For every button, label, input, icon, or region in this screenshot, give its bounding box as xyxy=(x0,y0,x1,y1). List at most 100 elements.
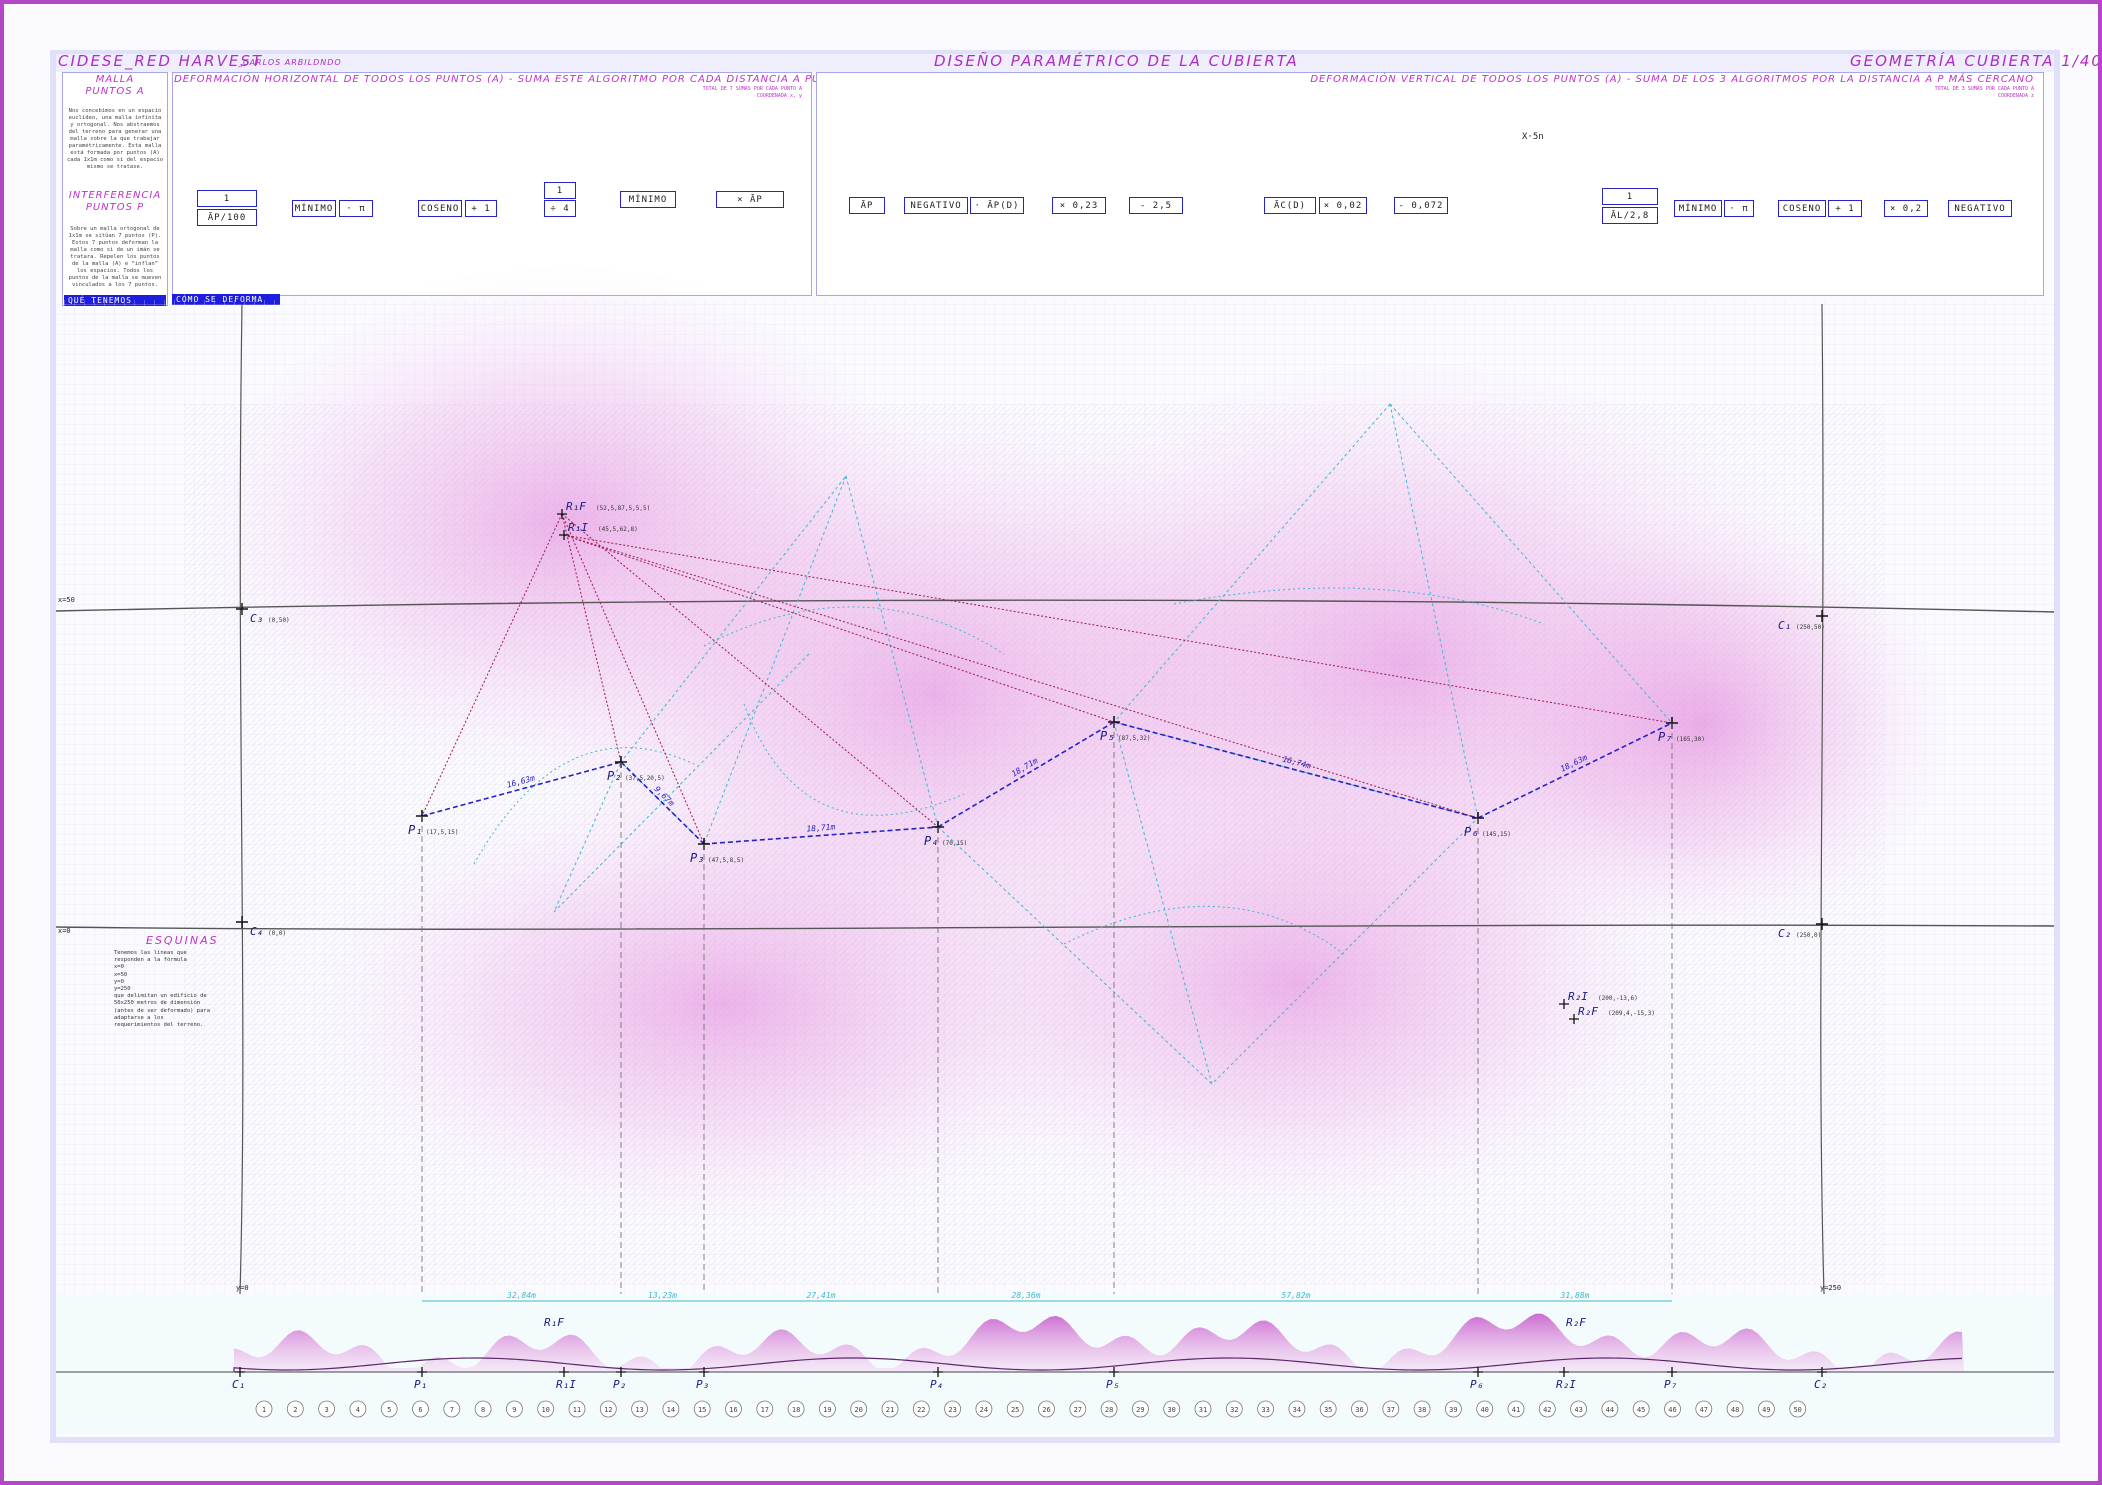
v-node-al-div: ĀL/2,8 xyxy=(1602,207,1658,224)
profile-label-4: P₃ xyxy=(696,1378,709,1391)
station-circle-22 xyxy=(912,1400,930,1418)
station-number-45: 45 xyxy=(1637,1406,1645,1414)
station-circle-3 xyxy=(318,1400,336,1418)
node-plus-one: + 1 xyxy=(465,200,497,217)
distance-label-2: 18,71m xyxy=(806,822,836,833)
v-node-times-023: × 0,23 xyxy=(1052,197,1106,214)
node-times-ap: × ĀP xyxy=(716,191,784,208)
vertical-deformation-title: DEFORMACIÓN VERTICAL DE TODOS LOS PUNTOS… xyxy=(1310,74,2034,85)
marker-C3 xyxy=(236,603,248,615)
profile-label-8: R₂I xyxy=(1556,1378,1576,1391)
station-circle-28 xyxy=(1100,1400,1118,1418)
label-C3: C₃ xyxy=(250,612,263,625)
label-P1: P₁ xyxy=(408,823,422,837)
profile-label-3: P₂ xyxy=(613,1378,626,1391)
horizontal-deformation-note: TOTAL DE 7 SUMAS POR CADA PUNTO A xyxy=(702,86,802,92)
author-name: _CARLOS ARBILDNDO xyxy=(238,58,342,67)
station-number-31: 31 xyxy=(1199,1406,1207,1414)
node-minimo-b: MÍNIMO xyxy=(620,191,676,208)
p-chain-0 xyxy=(421,761,622,817)
vertical-deformation-note: TOTAL DE 3 SUMAS POR CADA PUNTO A xyxy=(1934,86,2034,92)
station-circle-4 xyxy=(349,1400,367,1418)
v-node-times-02: × 0,2 xyxy=(1884,200,1928,217)
station-circle-30 xyxy=(1163,1400,1181,1418)
profile-label-10: C₂ xyxy=(1814,1378,1827,1391)
label-ref-1: R₁I xyxy=(568,521,588,534)
v-node-one: 1 xyxy=(1602,188,1658,205)
cyan-line-2 xyxy=(553,653,810,913)
station-number-13: 13 xyxy=(635,1406,643,1414)
station-number-19: 19 xyxy=(823,1406,831,1414)
ref-line-3 xyxy=(561,513,939,828)
station-circle-21 xyxy=(881,1400,899,1418)
station-number-39: 39 xyxy=(1449,1406,1457,1414)
v-node-plus-one: + 1 xyxy=(1828,200,1862,217)
esquinas-text: Tenemos las líneas que responden a la fó… xyxy=(114,950,211,1029)
station-circle-41 xyxy=(1507,1400,1525,1418)
station-circle-9 xyxy=(505,1400,523,1418)
station-circle-19 xyxy=(819,1400,836,1418)
interferencia-text: Sobre un malla ortogonal de 1x1m se sitú… xyxy=(68,226,162,288)
header-strip xyxy=(56,54,2054,72)
station-circle-37 xyxy=(1382,1400,1400,1418)
station-circle-40 xyxy=(1476,1400,1494,1418)
station-circle-50 xyxy=(1789,1400,1807,1418)
station-number-3: 3 xyxy=(324,1406,328,1414)
p-chain-2 xyxy=(703,826,939,845)
station-number-6: 6 xyxy=(418,1406,422,1414)
station-number-10: 10 xyxy=(541,1406,549,1414)
malla-title: MALLA PUNTOS A xyxy=(85,74,145,97)
x-formula: X·5n xyxy=(1522,132,1544,142)
station-circle-36 xyxy=(1351,1400,1368,1418)
p-chain-3 xyxy=(937,721,1115,828)
profile-label-9: P₇ xyxy=(1664,1378,1677,1391)
station-number-16: 16 xyxy=(729,1406,737,1414)
station-number-18: 18 xyxy=(792,1406,800,1414)
marker-ref-1 xyxy=(559,530,569,540)
profile-label-12: R₂F xyxy=(1566,1316,1586,1329)
station-circle-23 xyxy=(944,1400,961,1418)
label-ref-3: R₂F xyxy=(1578,1005,1598,1018)
axis-x0: x=0 xyxy=(58,927,71,935)
coord-P3: (47,5,8,5) xyxy=(708,857,744,864)
station-circle-17 xyxy=(756,1400,774,1418)
p-chain-4 xyxy=(1113,721,1479,819)
station-number-20: 20 xyxy=(854,1406,862,1414)
vertical-deformation-panel xyxy=(816,72,2044,296)
station-number-38: 38 xyxy=(1418,1406,1426,1414)
station-circle-26 xyxy=(1038,1400,1055,1418)
axis-y0: y=0 xyxy=(236,1284,249,1292)
station-number-47: 47 xyxy=(1700,1406,1708,1414)
profile-label-5: P₄ xyxy=(930,1378,943,1391)
station-circle-20 xyxy=(850,1400,868,1418)
station-circle-33 xyxy=(1257,1400,1274,1418)
station-circle-1 xyxy=(255,1400,273,1418)
node-one-b: 1 xyxy=(544,182,576,199)
label-P5: P₅ xyxy=(1100,729,1114,743)
axis-x50: x=50 xyxy=(58,596,75,604)
malla-text: Nos concebimos en un espacio euclídeo, u… xyxy=(66,108,164,170)
station-number-40: 40 xyxy=(1480,1406,1488,1414)
label-P7: P₇ xyxy=(1658,730,1672,744)
station-number-37: 37 xyxy=(1387,1406,1395,1414)
v-node-coseno: COSENO xyxy=(1778,200,1826,217)
station-number-26: 26 xyxy=(1042,1406,1050,1414)
sheet-scale-title: GEOMETRÍA CUBIERTA 1/400 xyxy=(1850,52,2102,70)
label-P4: P₄ xyxy=(924,834,938,848)
station-circle-44 xyxy=(1601,1400,1619,1418)
station-number-22: 22 xyxy=(917,1406,925,1414)
station-number-5: 5 xyxy=(387,1406,391,1414)
label-P3: P₃ xyxy=(690,851,704,865)
station-number-15: 15 xyxy=(698,1406,706,1414)
station-number-11: 11 xyxy=(573,1406,581,1414)
ref-line-0 xyxy=(421,513,563,817)
ref-line-1 xyxy=(561,513,622,763)
spacing-label-1: 13,23m xyxy=(648,1291,677,1300)
station-number-36: 36 xyxy=(1355,1406,1363,1414)
profile-mark-5 xyxy=(933,1367,943,1377)
station-circle-27 xyxy=(1069,1400,1087,1418)
marker-ref-3 xyxy=(1569,1014,1579,1024)
como-se-deforma-tag: CÓMO SE DEFORMA xyxy=(172,294,280,305)
